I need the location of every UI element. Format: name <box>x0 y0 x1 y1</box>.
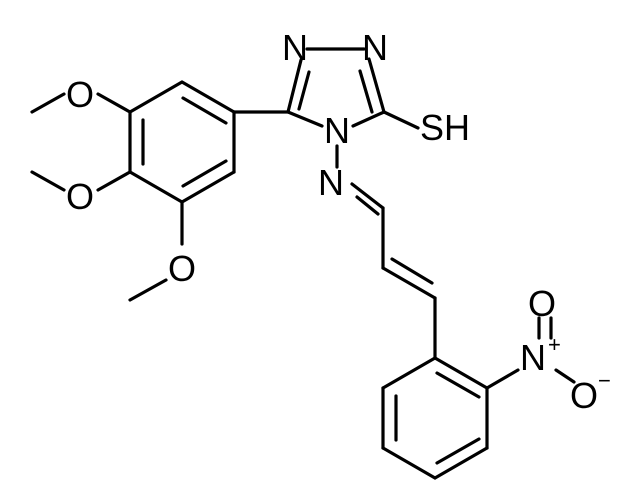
bond-tmp-a1-a2 <box>180 80 236 114</box>
atom-n2-label: N <box>362 27 388 68</box>
bond-n2-c3 <box>367 57 386 114</box>
atom-n1-label: N <box>282 27 308 68</box>
atom-o1-label: O <box>66 74 94 115</box>
bond-nnitro-obottom <box>554 368 576 384</box>
bond-tmp-a5-a6-inner <box>181 159 228 188</box>
bond-c5-n1 <box>286 58 303 114</box>
bond-c3-n4 <box>351 110 386 128</box>
bond-np-b6-b1 <box>381 356 437 390</box>
bond-a3-o1 <box>96 92 132 114</box>
atom-onitro-top-label: O <box>528 283 556 324</box>
bond-tmp-a5-a6 <box>180 170 236 204</box>
bond-n2-c3-double <box>358 69 374 114</box>
bond-np-b1-b2 <box>433 356 489 390</box>
atom-sh-label: SH <box>420 107 470 148</box>
bond-a4-o2 <box>96 170 132 192</box>
atom-o2-label: O <box>66 176 94 217</box>
bond-tmp-a2-a3 <box>128 80 184 114</box>
bond-ch-ch-double <box>381 266 437 300</box>
atom-n4-label: N <box>324 110 350 151</box>
atom-o3-label: O <box>168 248 196 289</box>
atom-onitro-bottom-label: O <box>570 375 598 416</box>
bond-np-b3-b4 <box>433 446 489 480</box>
bond-o2-me <box>30 170 66 192</box>
bond-c3-sh <box>382 110 420 130</box>
bond-np-b4-b5 <box>381 446 437 480</box>
bond-tmp-a4-a5 <box>128 170 184 204</box>
bond-nimine-ch-double <box>355 195 380 216</box>
bond-n4-c5 <box>286 110 324 128</box>
bond-o3-me <box>128 278 168 302</box>
charge-nitro-o: − <box>598 368 611 393</box>
bond-b2-nnitro <box>485 368 520 390</box>
bond-tmp-a1-a2-inner <box>181 96 228 125</box>
atom-nnitro-label: N <box>520 337 546 378</box>
charge-nitro-n: + <box>548 332 561 357</box>
bond-o1-me <box>30 92 66 114</box>
bond-np-b3-b4-inner <box>435 437 481 465</box>
bond-c5-n1-double <box>297 70 311 111</box>
atom-nimine-label: N <box>318 162 344 203</box>
bond-np-b1-b2-inner <box>435 371 481 399</box>
bond-ch-ch-double-inner <box>390 257 434 285</box>
bond-nimine-ch <box>350 182 385 210</box>
